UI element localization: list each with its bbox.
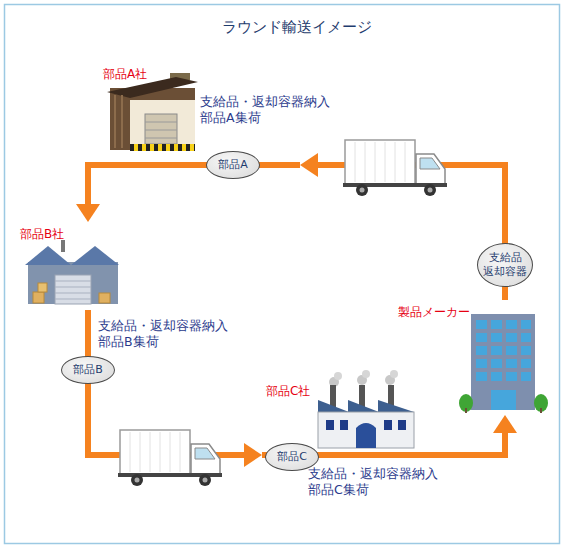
maker-name: 製品メーカー bbox=[398, 304, 470, 321]
edge-label: 部品C bbox=[277, 450, 307, 464]
warehouse-icon bbox=[107, 73, 198, 151]
flow-connector bbox=[88, 310, 262, 467]
company-name: 部品A社 bbox=[103, 66, 147, 83]
arrow-head bbox=[493, 415, 517, 433]
label-ellipse: 部品B bbox=[61, 356, 115, 384]
company-name: 部品C社 bbox=[266, 383, 310, 400]
truck-icon bbox=[343, 140, 447, 196]
edge-label: 部品B bbox=[73, 363, 103, 377]
task-note: 支給品・返却容器納入 部品A集荷 bbox=[200, 94, 338, 126]
edge-label: 支給品 返却容器 bbox=[482, 251, 528, 279]
label-ellipse: 支給品 返却容器 bbox=[477, 243, 533, 287]
arrow-head bbox=[244, 443, 262, 467]
company-node: 部品A社支給品・返却容器納入 部品A集荷 bbox=[100, 64, 300, 165]
factory-icon bbox=[25, 240, 119, 304]
diagram-title: ラウンド輸送イメージ bbox=[222, 18, 372, 37]
arrow-head bbox=[300, 153, 318, 177]
office-tower-icon bbox=[459, 314, 548, 413]
flow-line bbox=[318, 165, 505, 300]
truck-icon bbox=[118, 430, 222, 486]
flow-line bbox=[88, 165, 300, 204]
label-ellipse: 部品C bbox=[265, 443, 319, 471]
task-note: 支給品・返却容器納入 部品B集荷 bbox=[98, 318, 236, 350]
factory-icon bbox=[318, 370, 414, 448]
company-name: 部品B社 bbox=[20, 226, 64, 243]
flow-connector bbox=[76, 165, 300, 222]
company-node: 製品メーカー bbox=[395, 300, 547, 415]
company-node: 部品B社支給品・返却容器納入 部品B集荷 bbox=[18, 222, 138, 310]
arrow-head bbox=[76, 204, 100, 222]
flow-connector bbox=[300, 153, 505, 300]
label-ellipse: 部品A bbox=[206, 151, 260, 179]
frame bbox=[5, 5, 560, 544]
flow-line bbox=[88, 310, 244, 455]
edge-label: 部品A bbox=[218, 158, 248, 172]
task-note: 支給品・返却容器納入 部品C集荷 bbox=[308, 466, 446, 498]
